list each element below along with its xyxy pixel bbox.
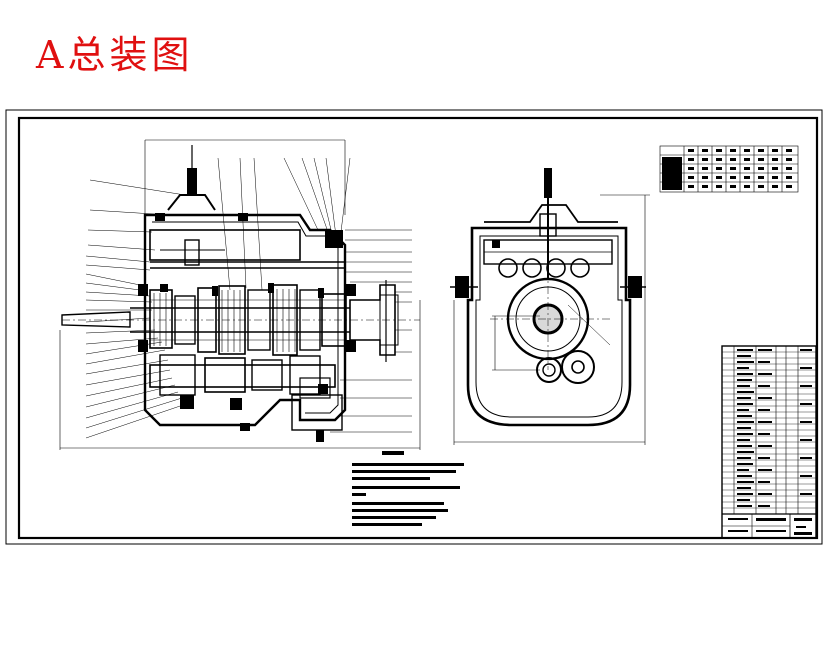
leader-lines-right bbox=[330, 229, 412, 433]
title-block-rows bbox=[722, 351, 816, 509]
technical-notes bbox=[352, 451, 464, 526]
title-block-entries bbox=[728, 349, 812, 535]
longitudinal-section-view bbox=[59, 139, 421, 450]
inner-border bbox=[17, 116, 819, 540]
parameter-table bbox=[659, 145, 799, 193]
parameter-table-entries bbox=[688, 149, 792, 188]
cross-section-view bbox=[450, 168, 650, 445]
leader-lines-top bbox=[217, 157, 351, 291]
leader-lines-left bbox=[85, 179, 187, 439]
outer-border bbox=[5, 109, 823, 545]
page-title: A总装图 bbox=[36, 33, 194, 77]
